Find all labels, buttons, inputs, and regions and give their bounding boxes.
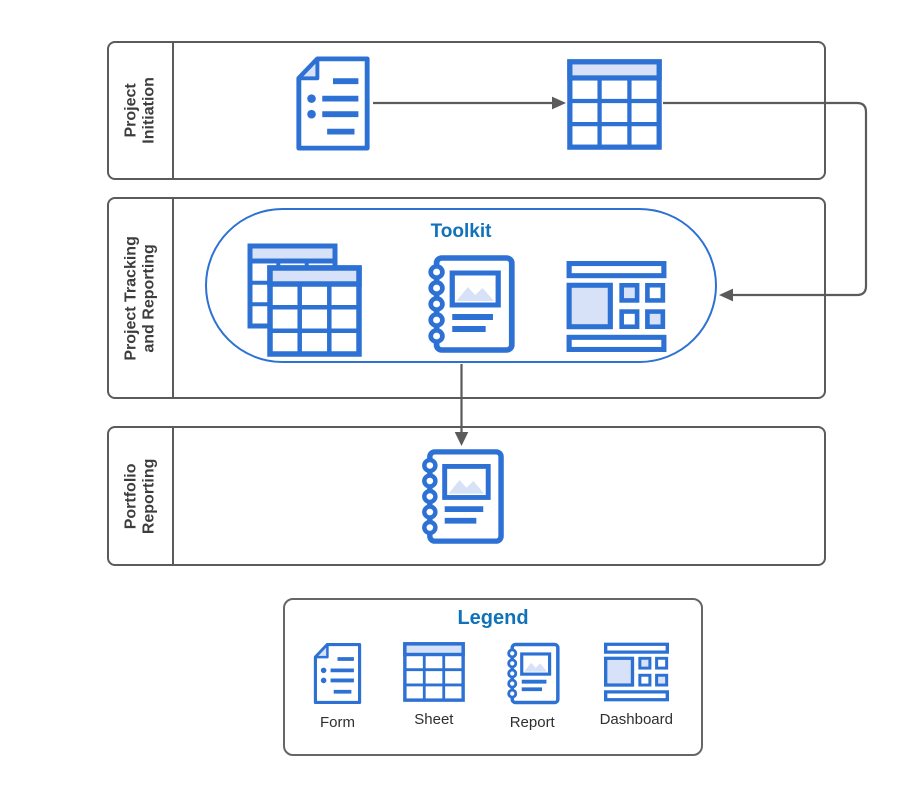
lane-header: Portfolio Reporting [109,428,174,564]
legend-item-sheet[interactable]: Sheet [403,642,465,728]
sheet-icon [403,642,465,702]
sheet-icon[interactable] [567,59,662,150]
lane-label: Project Tracking and Reporting [122,235,158,361]
form-icon[interactable] [292,55,374,152]
lane-label: Portfolio Reporting [122,458,158,534]
lane-label: Project Initiation [122,77,158,144]
lane-header: Project Tracking and Reporting [109,199,174,397]
sheets-stack-icon[interactable] [247,243,362,357]
toolkit-title: Toolkit [430,221,492,242]
legend-item-label: Report [509,714,555,731]
form-icon [311,642,364,705]
legend-item-report[interactable]: Report [504,642,561,731]
legend-item-label: Sheet [414,711,454,728]
report-icon [504,642,561,705]
legend-item-label: Form [320,714,355,731]
legend-item-label: Dashboard [599,711,673,728]
lane-project-initiation[interactable]: Project Initiation [107,41,826,180]
legend-item-dashboard[interactable]: Dashboard [600,642,673,728]
legend-item-form[interactable]: Form [311,642,364,731]
report-icon[interactable] [423,254,517,354]
dashboard-icon[interactable] [565,260,668,353]
legend-row: Form Sheet [285,630,701,731]
legend-box[interactable]: Legend Form [283,598,703,756]
report-icon[interactable] [417,448,506,545]
dashboard-icon [603,642,670,702]
legend-title: Legend [457,607,529,629]
lane-header: Project Initiation [109,43,174,178]
